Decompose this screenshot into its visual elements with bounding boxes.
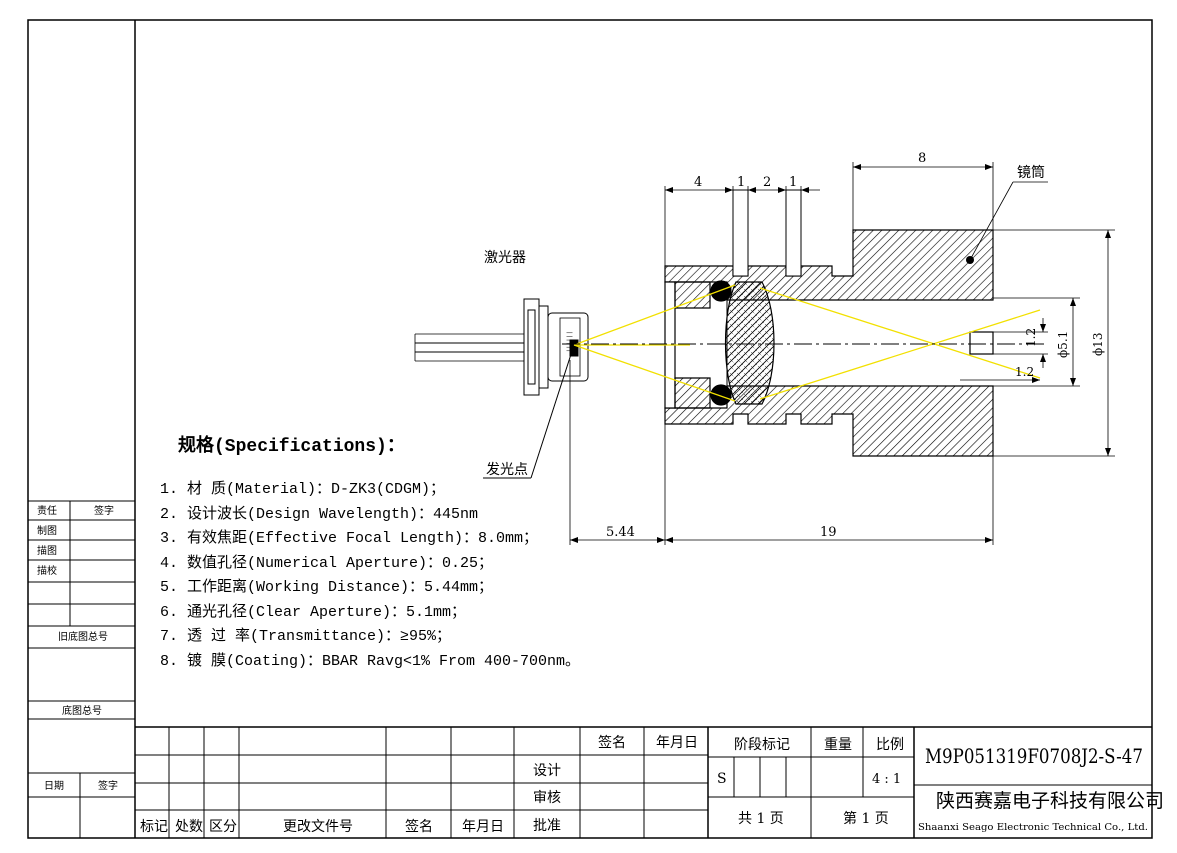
laser-marks: |||||| <box>566 331 573 353</box>
spec-item-wavelength: 2. 设计波长(Design Wavelength)：445nm <box>160 505 479 523</box>
dim-1-2-upper: 1.2 <box>1024 328 1038 347</box>
spec-title: 规格(Specifications)： <box>178 437 405 457</box>
side-label-zeren: 责任 <box>37 504 57 517</box>
company-name-cn: 陕西赛嘉电子科技有限公司 <box>936 790 1164 812</box>
tb-label-date-top: 年月日 <box>656 735 698 751</box>
dim-19: 19 <box>820 525 837 540</box>
lens-element <box>724 281 775 405</box>
dim-8: 8 <box>918 151 926 166</box>
laser-diode <box>414 298 589 396</box>
dim-5-44: 5.44 <box>606 525 635 540</box>
spec-item-material: 1. 材 质(Material)：D-ZK3(CDGM)； <box>160 481 446 498</box>
tb-label-signature: 签名 <box>405 818 433 835</box>
side-label-miaotu: 描图 <box>37 544 57 557</box>
side-panel <box>28 500 135 838</box>
side-label-miaojiao: 描校 <box>37 564 57 577</box>
dim-1-a: 1 <box>737 175 745 190</box>
dim-1-b: 1 <box>789 175 797 190</box>
dim-2: 2 <box>763 175 771 190</box>
ray-trace <box>573 284 1041 402</box>
spec-item-working-distance: 5. 工作距离(Working Distance)：5.44mm； <box>160 579 494 596</box>
tb-label-date: 年月日 <box>462 819 504 835</box>
laser-label: 激光器 <box>484 249 526 266</box>
title-block <box>135 726 1152 838</box>
tb-label-mark: 标记 <box>140 819 168 835</box>
drawing-number: M9P051319F0708J2-S-47 <box>925 744 1143 768</box>
tb-label-count: 处数 <box>175 819 203 835</box>
tb-label-approve: 批准 <box>533 818 561 834</box>
tb-label-zone: 区分 <box>209 819 237 835</box>
tb-label-weight: 重量 <box>824 737 852 753</box>
side-label-qianzi: 签字 <box>94 504 114 517</box>
spec-list: 1. 材 质(Material)：D-ZK3(CDGM)； 2. 设计波长(De… <box>160 478 580 674</box>
emission-point-label: 发光点 <box>486 462 528 478</box>
side-label-old-drawing-no: 旧底图总号 <box>58 630 108 643</box>
spec-item-focal-length: 3. 有效焦距(Effective Focal Length)：8.0mm； <box>160 530 539 547</box>
company-name-en: Shaanxi Seago Electronic Technical Co., … <box>918 822 1148 833</box>
side-label-drawing-no: 底图总号 <box>62 704 102 717</box>
tb-label-change-doc: 更改文件号 <box>283 819 353 835</box>
lens-barrel <box>664 189 994 457</box>
spec-item-transmittance: 7. 透 过 率(Transmittance)：≥95%； <box>160 628 452 645</box>
side-label-sign: 签字 <box>98 779 118 792</box>
tb-total-pages: 共 1 页 <box>738 811 784 827</box>
dim-phi-5-1: ϕ5.1 <box>1056 331 1070 358</box>
drawing-frame <box>27 19 1153 839</box>
side-label-date: 日期 <box>44 780 64 792</box>
dim-4: 4 <box>694 175 702 190</box>
tb-label-stage: 阶段标记 <box>734 737 790 753</box>
spec-item-clear-aperture: 6. 通光孔径(Clear Aperture)：5.1mm； <box>160 603 467 621</box>
tb-label-design: 设计 <box>533 763 561 779</box>
barrel-label: 镜筒 <box>1017 164 1045 181</box>
dim-1-2-lower: 1.2 <box>1015 365 1034 379</box>
dimension-lines <box>569 162 1115 545</box>
tb-stage-value: S <box>717 771 727 787</box>
tb-page-number: 第 1 页 <box>843 810 889 827</box>
tb-label-signature-top: 签名 <box>598 734 626 751</box>
dim-phi-13: ϕ13 <box>1091 333 1105 356</box>
tb-label-scale: 比例 <box>876 737 904 753</box>
spec-item-coating: 8. 镀 膜(Coating)：BBAR Ravg<1% From 400-70… <box>160 652 581 670</box>
tb-scale-value: 4 : 1 <box>872 772 901 787</box>
spec-item-numerical-aperture: 4. 数值孔径(Numerical Aperture)：0.25； <box>160 554 494 572</box>
side-label-zhitu: 制图 <box>37 524 57 537</box>
tb-label-review: 审核 <box>533 790 561 806</box>
